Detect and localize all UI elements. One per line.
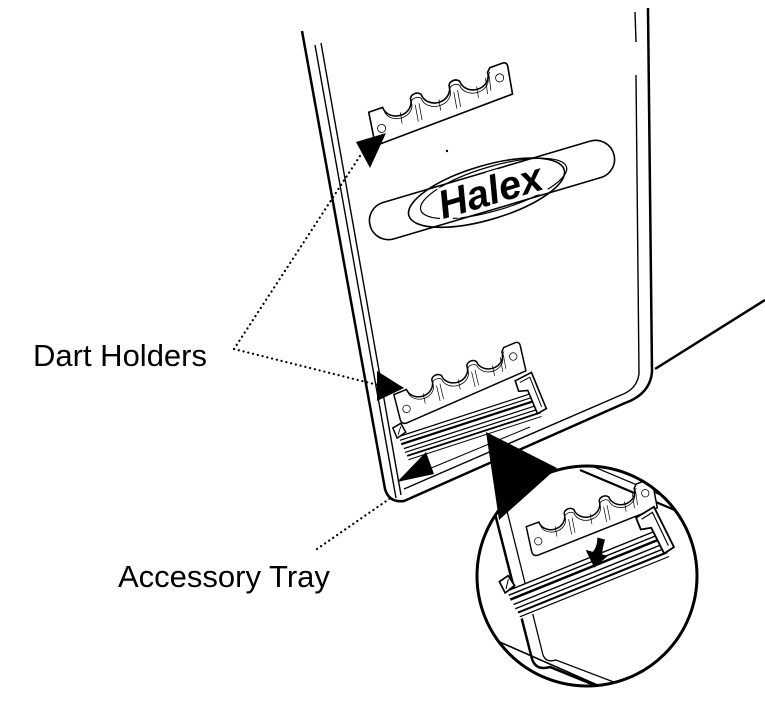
inset-pointer-triangle-icon — [486, 432, 557, 520]
leader-dart-holder-bottom — [232, 347, 380, 387]
inset-circle-outline — [475, 464, 699, 688]
arrow-tray-end-icon — [397, 452, 434, 482]
door-left-edge-face-line — [320, 42, 402, 496]
logo-ellipse-outer — [407, 157, 566, 229]
cabinet-side-edge — [654, 298, 765, 371]
print-speck — [445, 149, 449, 153]
leader-dart-holder-top — [232, 154, 362, 351]
inset-content — [485, 467, 696, 685]
door-left-edge-inner-line — [314, 44, 397, 499]
door-inner-panel-line — [403, 74, 640, 490]
logo-ellipse-inner — [419, 157, 568, 220]
arrow-top-holder-icon — [356, 133, 386, 168]
label-dart-holders: Dart Holders — [33, 338, 207, 373]
label-accessory-tray: Accessory Tray — [118, 559, 330, 594]
leader-accessory-tray — [315, 495, 394, 551]
magnifier-inset — [475, 432, 699, 688]
logo-plate — [368, 139, 616, 241]
arrow-bottom-holder-icon — [377, 371, 404, 401]
door-inner-panel-line-top — [634, 11, 637, 43]
press-down-arrow-icon — [585, 537, 608, 568]
callout-arrows — [356, 133, 434, 482]
leader-lines — [232, 154, 394, 551]
